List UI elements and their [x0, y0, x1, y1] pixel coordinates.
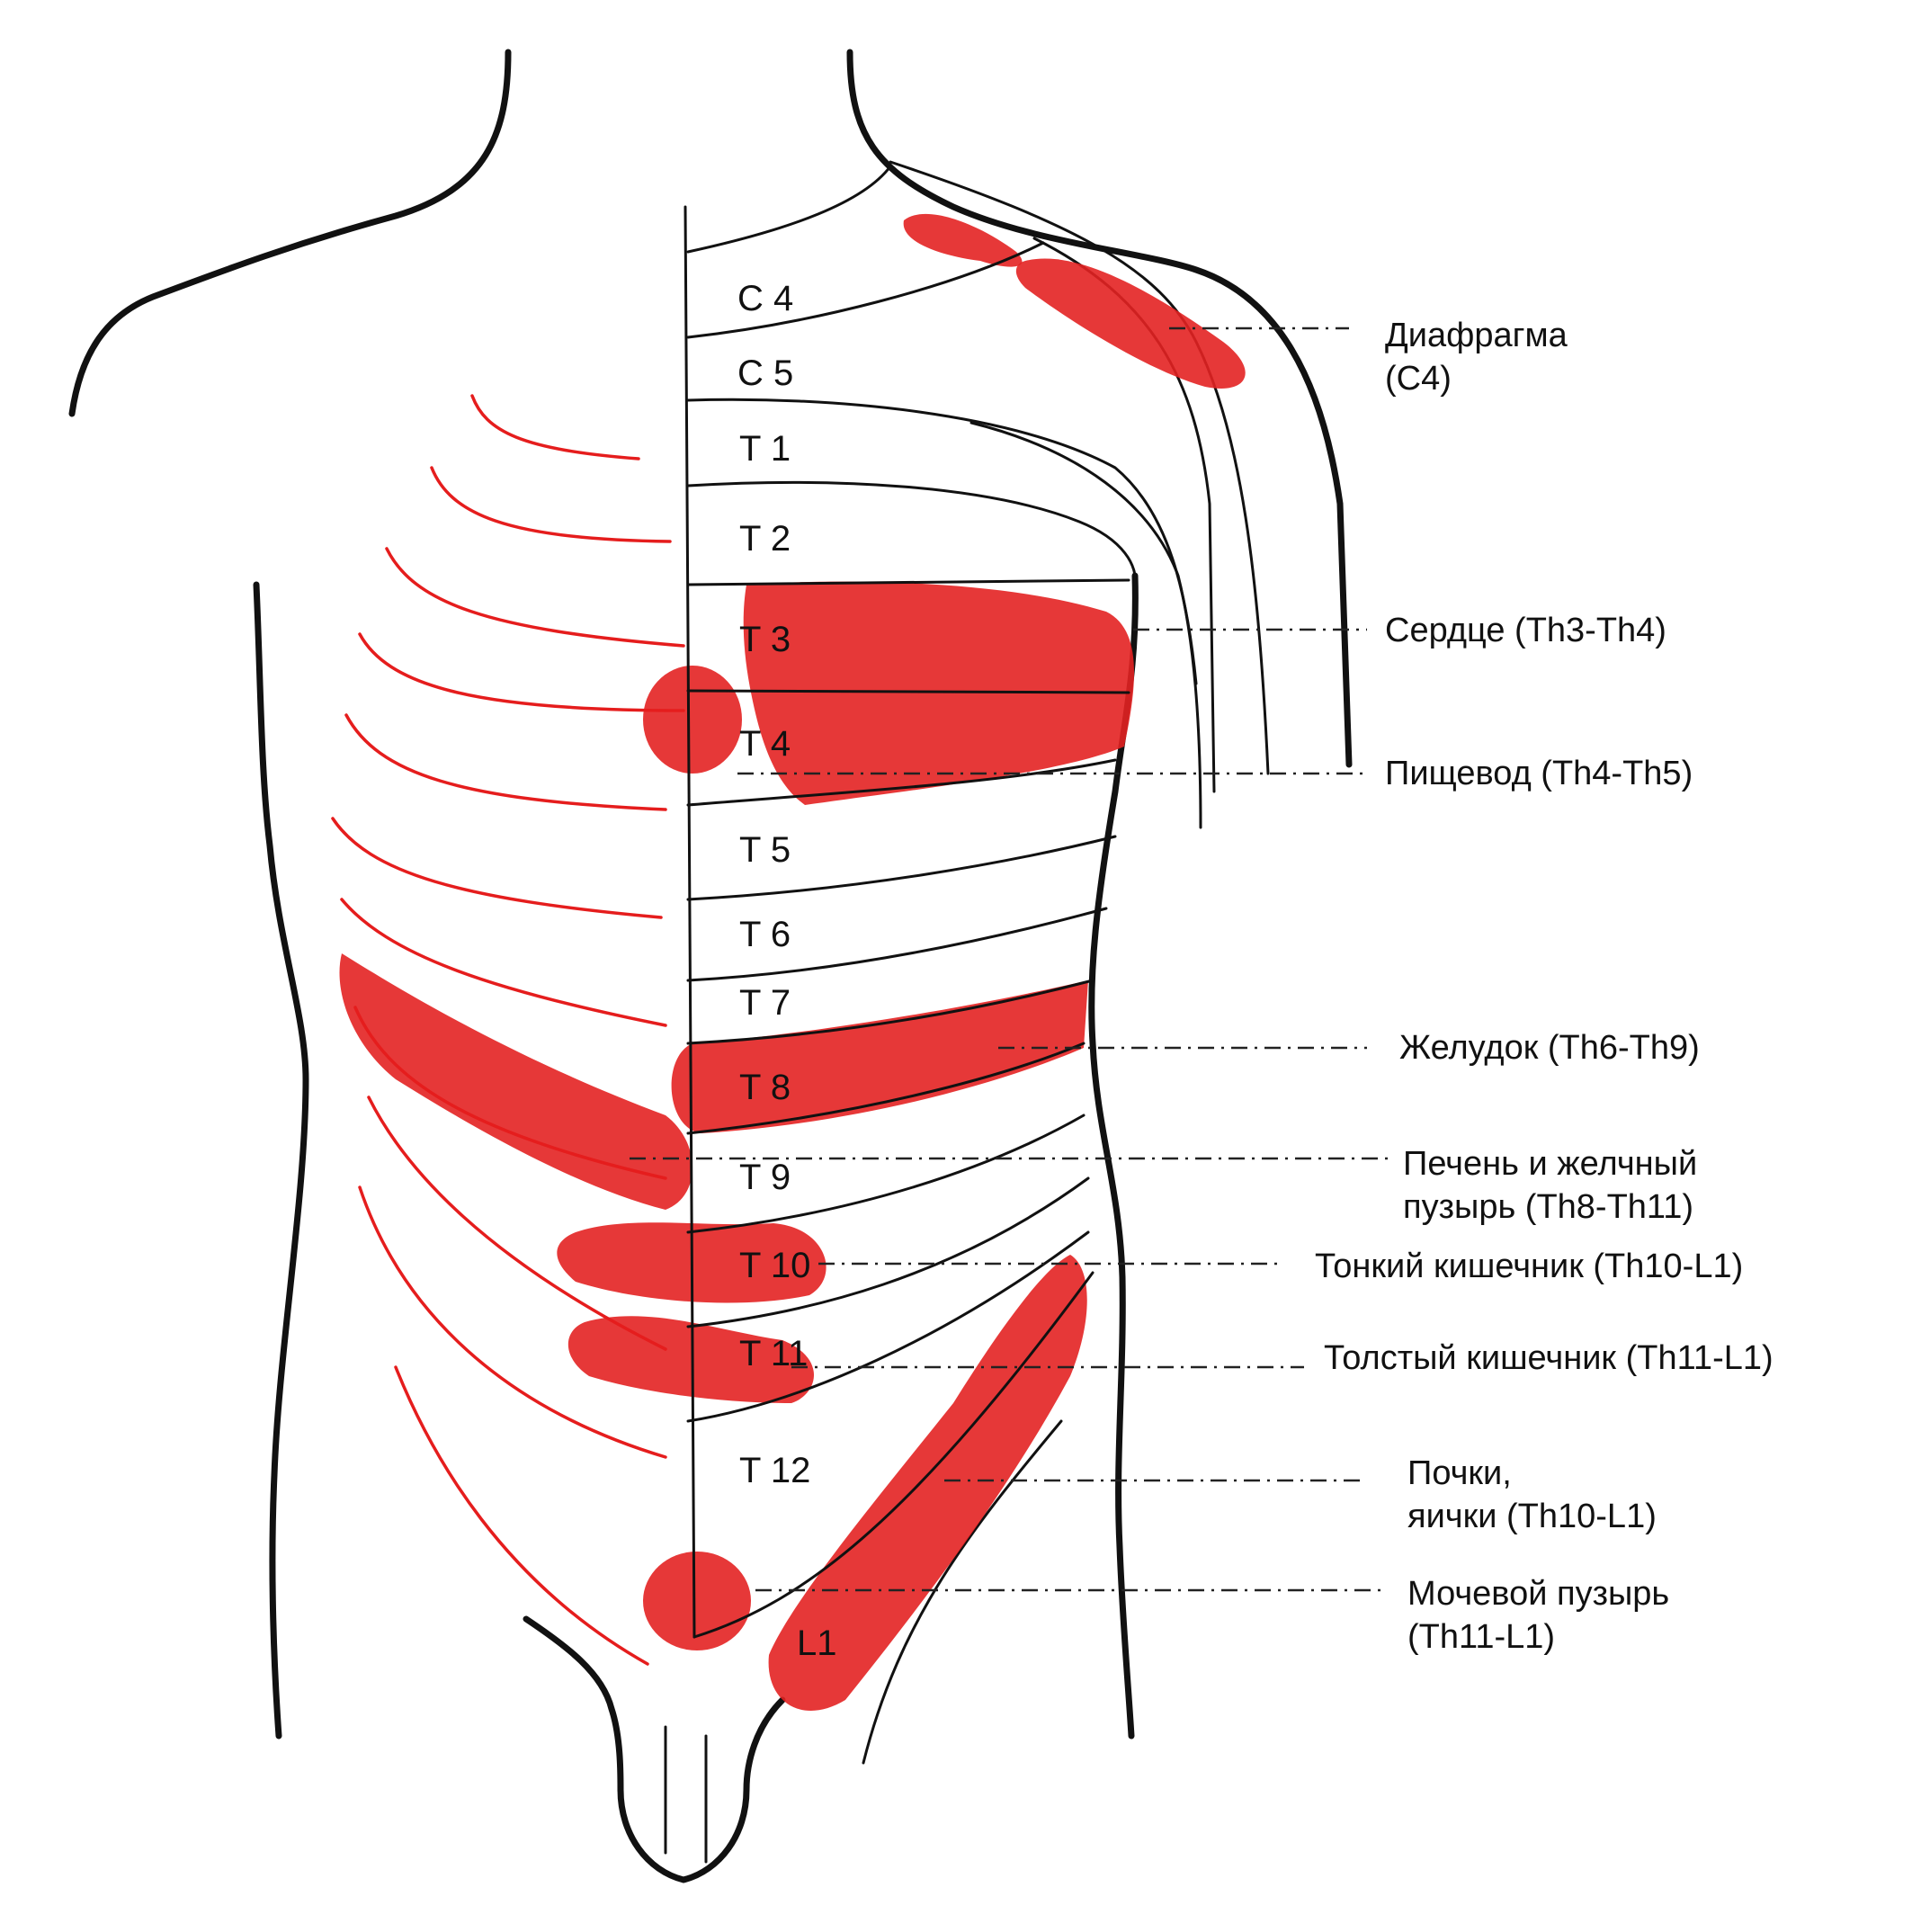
pain-zones [339, 213, 1246, 1711]
segment-label-t1: T 1 [739, 429, 791, 469]
nerve-line-2 [430, 466, 672, 543]
segment-label-t5: T 5 [739, 830, 791, 870]
band-t6-bottom [686, 907, 1108, 982]
label-liver-line2: пузырь (Th8-Th11) [1403, 1188, 1693, 1226]
label-bladder-line1: Мочевой пузырь [1407, 1575, 1669, 1613]
nerve-line-7 [340, 898, 667, 1027]
label-diaphragm-line1: Диафрагма [1385, 317, 1568, 354]
segment-lines [683, 165, 1198, 1639]
nerve-line-6 [331, 817, 663, 919]
label-bladder-line2: (Th11-L1) [1407, 1618, 1555, 1656]
label-esophagus: Пищевод (Th4-Th5) [1385, 755, 1693, 792]
segment-label-t7: T 7 [739, 983, 791, 1023]
midline [683, 205, 696, 1639]
groin-left-line [523, 1615, 624, 1793]
organ-labels: Диафрагма (С4) Сердце (Th3-Th4) Пищевод … [1315, 317, 1774, 1656]
label-stomach: Желудок (Th6-Th9) [1399, 1029, 1700, 1067]
band-t7-bottom [686, 979, 1094, 1045]
nerve-line-8 [353, 1006, 667, 1180]
nerve-line-1 [470, 394, 640, 461]
large-intestine-zone [567, 1316, 814, 1403]
label-liver-line1: Печень и желчный [1403, 1145, 1697, 1183]
diaphragm-zone-shoulder [903, 213, 1023, 267]
band-t1-bottom [686, 480, 1137, 586]
left-torso-line [253, 581, 309, 1740]
segment-label-c5: C 5 [737, 353, 793, 393]
band-t5-bottom [686, 835, 1117, 901]
leader-lines [630, 326, 1389, 1592]
nerve-line-10 [358, 1185, 667, 1459]
right-torso-line [1088, 572, 1139, 1740]
nerve-line-4 [358, 632, 685, 712]
body-outline [68, 49, 1353, 1883]
segment-label-t6: T 6 [739, 915, 791, 954]
segment-label-t4: T 4 [739, 724, 791, 764]
genital-outline [617, 1696, 786, 1883]
band-t8-bottom [686, 1042, 1086, 1135]
segment-label-c4: C 4 [737, 279, 793, 318]
band-c4-bottom [686, 241, 1045, 339]
kidney-testis-zone [768, 1255, 1087, 1711]
nerve-line-11 [394, 1365, 649, 1666]
segment-label-t9: T 9 [739, 1158, 791, 1197]
nerve-line-9 [367, 1096, 667, 1351]
esophagus-zone [643, 666, 742, 774]
heart-zone [743, 581, 1135, 805]
label-small-intestine: Тонкий кишечник (Th10-L1) [1315, 1248, 1743, 1285]
band-t2-bottom [686, 578, 1130, 586]
label-diaphragm-line2: (С4) [1385, 360, 1452, 398]
band-t3-bottom [686, 689, 1130, 694]
segment-label-t8: T 8 [739, 1068, 791, 1107]
segment-label-t2: T 2 [739, 519, 791, 559]
band-t4-bottom [686, 758, 1117, 807]
neck-left-line [68, 49, 512, 417]
diaphragm-zone-arm [1015, 258, 1246, 389]
stomach-zone [671, 980, 1088, 1133]
segment-label-t12: T 12 [739, 1451, 810, 1490]
label-large-intestine: Толстый кишечник (Th11-L1) [1324, 1339, 1774, 1377]
nerve-line-5 [344, 713, 667, 811]
band-c4-top [686, 165, 892, 254]
label-kidneys-line2: яички (Th10-L1) [1407, 1498, 1657, 1535]
band-t9-bottom [686, 1114, 1086, 1234]
band-t11-bottom [686, 1230, 1090, 1423]
segment-labels: C 4 C 5 T 1 T 2 T 3 T 4 T 5 T 6 T 7 T 8 … [737, 279, 837, 1663]
nerve-lines [331, 394, 685, 1666]
band-t12-bottom [692, 1271, 1094, 1639]
right-inguinal-line [862, 1419, 1063, 1765]
liver-zone [339, 953, 692, 1210]
genital-inner-line [664, 1725, 708, 1864]
segment-label-l1: L1 [797, 1623, 837, 1663]
band-c5-bottom [686, 398, 1198, 685]
band-t10-bottom [686, 1176, 1090, 1328]
label-kidneys-line1: Почки, [1407, 1454, 1512, 1492]
nerve-line-3 [385, 547, 685, 648]
label-heart: Сердце (Th3-Th4) [1385, 612, 1666, 649]
segment-label-t10: T 10 [739, 1246, 810, 1285]
neck-right-line [846, 49, 1353, 768]
segment-label-t3: T 3 [739, 620, 791, 659]
